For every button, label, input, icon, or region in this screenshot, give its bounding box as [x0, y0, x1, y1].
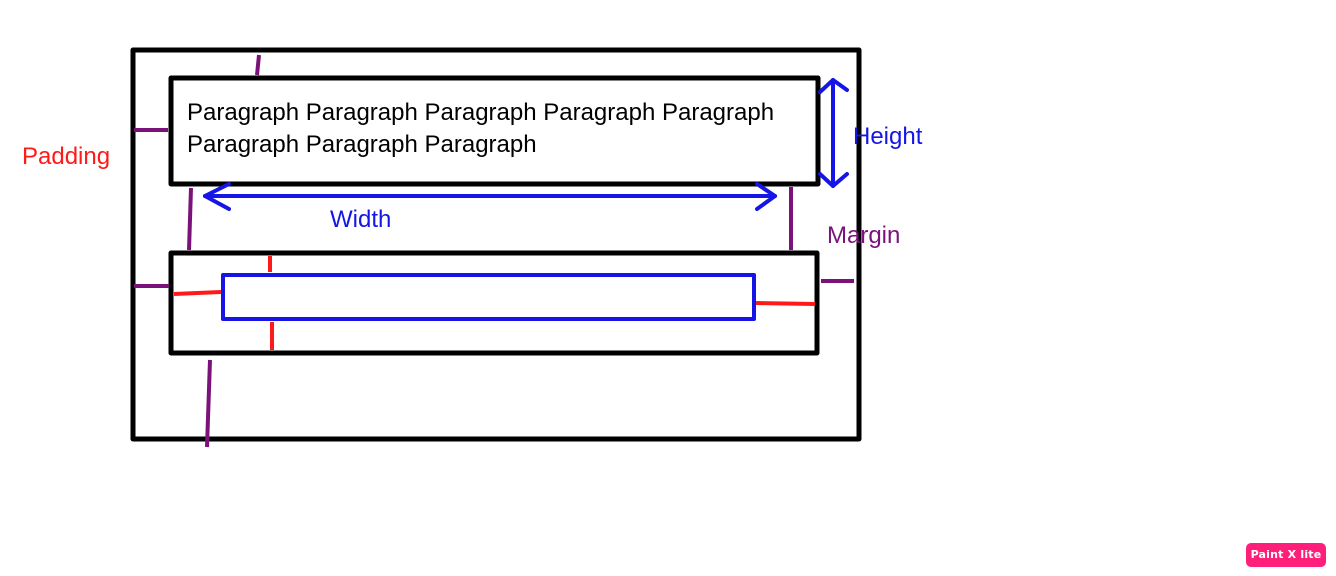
margin-mark-bottom: [205, 359, 212, 448]
padding-mark-right: [755, 301, 816, 306]
height-label: Height: [853, 123, 923, 150]
padding-mark-left: [173, 290, 222, 296]
paragraph-text: Paragraph Paragraph Paragraph Paragraph …: [187, 99, 775, 158]
paint-x-lite-watermark: Paint X lite: [1246, 543, 1326, 567]
outer-container-box: [130, 47, 862, 442]
padding-label: Padding: [22, 143, 111, 170]
height-arrow: [818, 78, 849, 188]
content-box: [221, 273, 756, 321]
margin-mark-gap-left: [187, 187, 193, 251]
lower-box: [168, 250, 820, 356]
width-arrow: [203, 182, 777, 211]
width-label: Width: [330, 206, 392, 233]
paragraph-box: [168, 75, 821, 187]
margin-mark-top: [255, 54, 261, 76]
margin-label: Margin: [827, 222, 901, 249]
